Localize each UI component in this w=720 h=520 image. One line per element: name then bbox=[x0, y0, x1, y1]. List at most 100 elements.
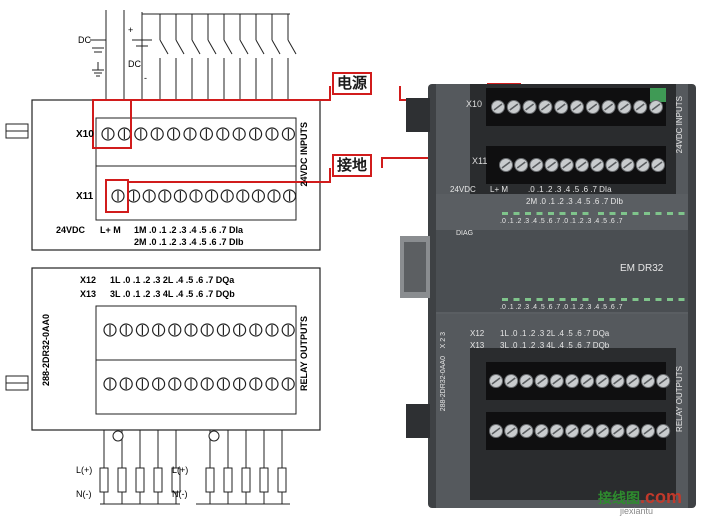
sch-lplus-m: L+ M bbox=[100, 225, 121, 235]
photo-led-out bbox=[525, 298, 531, 301]
photo-terminal-x13-slot bbox=[628, 427, 638, 435]
switch-contact bbox=[159, 39, 169, 55]
photo-terminal-x13-slot bbox=[643, 427, 653, 435]
photo-led-in bbox=[644, 212, 650, 215]
watermark-url: jiexiantu bbox=[620, 506, 654, 516]
load-resistor bbox=[117, 467, 127, 493]
photo-input-row-b: 2M .0 .1 .2 .3 .4 .5 .6 .7 DIb bbox=[526, 197, 623, 206]
photo-model-label: EM DR32 bbox=[620, 263, 664, 274]
photo-terminal-x12-slot bbox=[537, 377, 547, 385]
switch-contact bbox=[271, 39, 281, 55]
sch-dc-label-top: DC bbox=[78, 35, 91, 45]
photo-terminal-x12-slot bbox=[628, 377, 638, 385]
photo-terminal-x11-slot bbox=[607, 161, 617, 169]
sch-dc-label-mid: DC bbox=[128, 59, 141, 69]
photo-led-out bbox=[536, 298, 543, 301]
callout-power-label: 电源 bbox=[332, 72, 373, 95]
photo-led-out bbox=[609, 298, 616, 301]
photo-terminal-x11-slot bbox=[562, 161, 572, 169]
photo-led-in bbox=[582, 212, 589, 215]
photo-led-out bbox=[559, 298, 566, 301]
photo-terminal-x10-slot bbox=[635, 103, 645, 111]
photo-terminal-x13-slot bbox=[582, 427, 592, 435]
photo-terminal-x10-slot bbox=[651, 103, 661, 111]
switch-contact bbox=[175, 39, 185, 55]
photo-led-out bbox=[598, 298, 604, 301]
photo-led-out bbox=[571, 298, 577, 301]
load-resistor bbox=[153, 467, 163, 493]
photo-x11-label: X11 bbox=[472, 156, 488, 166]
watermark-com: .com bbox=[640, 487, 683, 507]
watermark-cn: 接线图 bbox=[598, 491, 640, 507]
load-resistor bbox=[99, 467, 109, 493]
load-resistor bbox=[135, 467, 145, 493]
photo-led-out bbox=[582, 298, 589, 301]
fuse-symbol bbox=[112, 430, 124, 442]
sch-plus: + bbox=[128, 25, 134, 35]
sch-x11-label: X11 bbox=[76, 191, 94, 202]
photo-led-in bbox=[536, 212, 543, 215]
photo-led-in bbox=[525, 212, 531, 215]
photo-led-row-in: .0 .1 .2 .3 .4 .5 .6 .7 .0 .1 .2 .3 .4 .… bbox=[500, 218, 623, 225]
photo-terminal-x10-slot bbox=[540, 103, 550, 111]
photo-terminal-x12-slot bbox=[521, 377, 531, 385]
photo-led-out bbox=[655, 298, 662, 301]
photo-output-row-x13: 3L .0 .1 .2 .3 4L .4 .5 .6 .7 DQb bbox=[500, 341, 610, 350]
photo-terminal-x10-slot bbox=[525, 103, 535, 111]
photo-led-in bbox=[548, 212, 554, 215]
load-resistor bbox=[241, 467, 251, 493]
sch-input-row-b: 2M .0 .1 .2 .3 .4 .5 .6 .7 DIb bbox=[134, 237, 244, 247]
sch-outputs-side-label: RELAY OUTPUTS bbox=[299, 316, 309, 392]
photo-terminal-x12-slot bbox=[582, 377, 592, 385]
photo-terminal-x10-slot bbox=[619, 103, 629, 111]
photo-led-out bbox=[502, 298, 508, 301]
photo-led-out bbox=[644, 298, 650, 301]
photo-terminal-x11-slot bbox=[501, 161, 511, 169]
photo-led-in bbox=[621, 212, 627, 215]
photo-led-in bbox=[513, 212, 520, 215]
sch-output-row-x12: 1L .0 .1 .2 .3 2L .4 .5 .6 .7 DQa bbox=[110, 275, 235, 285]
photo-terminal-x13-slot bbox=[597, 427, 607, 435]
load-resistor bbox=[277, 467, 287, 493]
photo-x13-label: X13 bbox=[470, 341, 485, 350]
photo-terminal-x11-slot bbox=[638, 161, 648, 169]
photo-terminal-x11-slot bbox=[577, 161, 587, 169]
sch-nminus-right: N(-) bbox=[172, 489, 188, 499]
sch-inputs-side-label: 24VDC INPUTS bbox=[299, 122, 309, 187]
photo-lplus-m: L+ M bbox=[490, 185, 509, 194]
sch-lplus-right: L(+) bbox=[172, 465, 189, 475]
photo-led-out bbox=[513, 298, 520, 301]
photo-box-index: X 2 3 bbox=[440, 332, 447, 349]
sch-x13-label: X13 bbox=[80, 289, 97, 299]
sch-minus: - bbox=[144, 73, 147, 83]
photo-terminal-x11-slot bbox=[547, 161, 557, 169]
photo-led-in bbox=[609, 212, 616, 215]
photo-terminal-x12-slot bbox=[613, 377, 623, 385]
schematic-input-block bbox=[5, 99, 321, 251]
switch-contact bbox=[255, 39, 265, 55]
photo-led-in bbox=[571, 212, 577, 215]
photo-terminal-x12-slot bbox=[491, 377, 501, 385]
photo-led-row-out: .0 .1 .2 .3 .4 .5 .6 .7 .0 .1 .2 .3 .4 .… bbox=[500, 304, 623, 311]
photo-terminal-x12-slot bbox=[506, 377, 516, 385]
photo-x12-label: X12 bbox=[470, 329, 485, 338]
schematic-drawing bbox=[90, 10, 297, 100]
photo-terminal-x10-slot bbox=[588, 103, 598, 111]
callout-ground-label: 接地 bbox=[332, 154, 373, 177]
photo-led-out bbox=[632, 298, 639, 301]
photo-inputs-side-label: 24VDC INPUTS bbox=[675, 96, 684, 154]
photo-led-in bbox=[598, 212, 604, 215]
photo-terminal-x12-slot bbox=[597, 377, 607, 385]
switch-contact bbox=[223, 39, 233, 55]
photo-part-number: 288-2DR32-0AA0 bbox=[440, 356, 447, 412]
photo-output-row-x12: 1L .0 .1 .2 .3 2L .4 .5 .6 .7 DQa bbox=[500, 329, 610, 338]
photo-diag-label: DIAG bbox=[456, 230, 474, 237]
photo-terminal-x11-slot bbox=[653, 161, 663, 169]
photo-led-out bbox=[667, 298, 673, 301]
photo-led-in bbox=[655, 212, 662, 215]
photo-terminal-x13-slot bbox=[552, 427, 562, 435]
photo-terminal-x13-slot bbox=[491, 427, 501, 435]
watermark: 接线图.com bbox=[598, 488, 682, 507]
photo-terminal-x13-slot bbox=[521, 427, 531, 435]
